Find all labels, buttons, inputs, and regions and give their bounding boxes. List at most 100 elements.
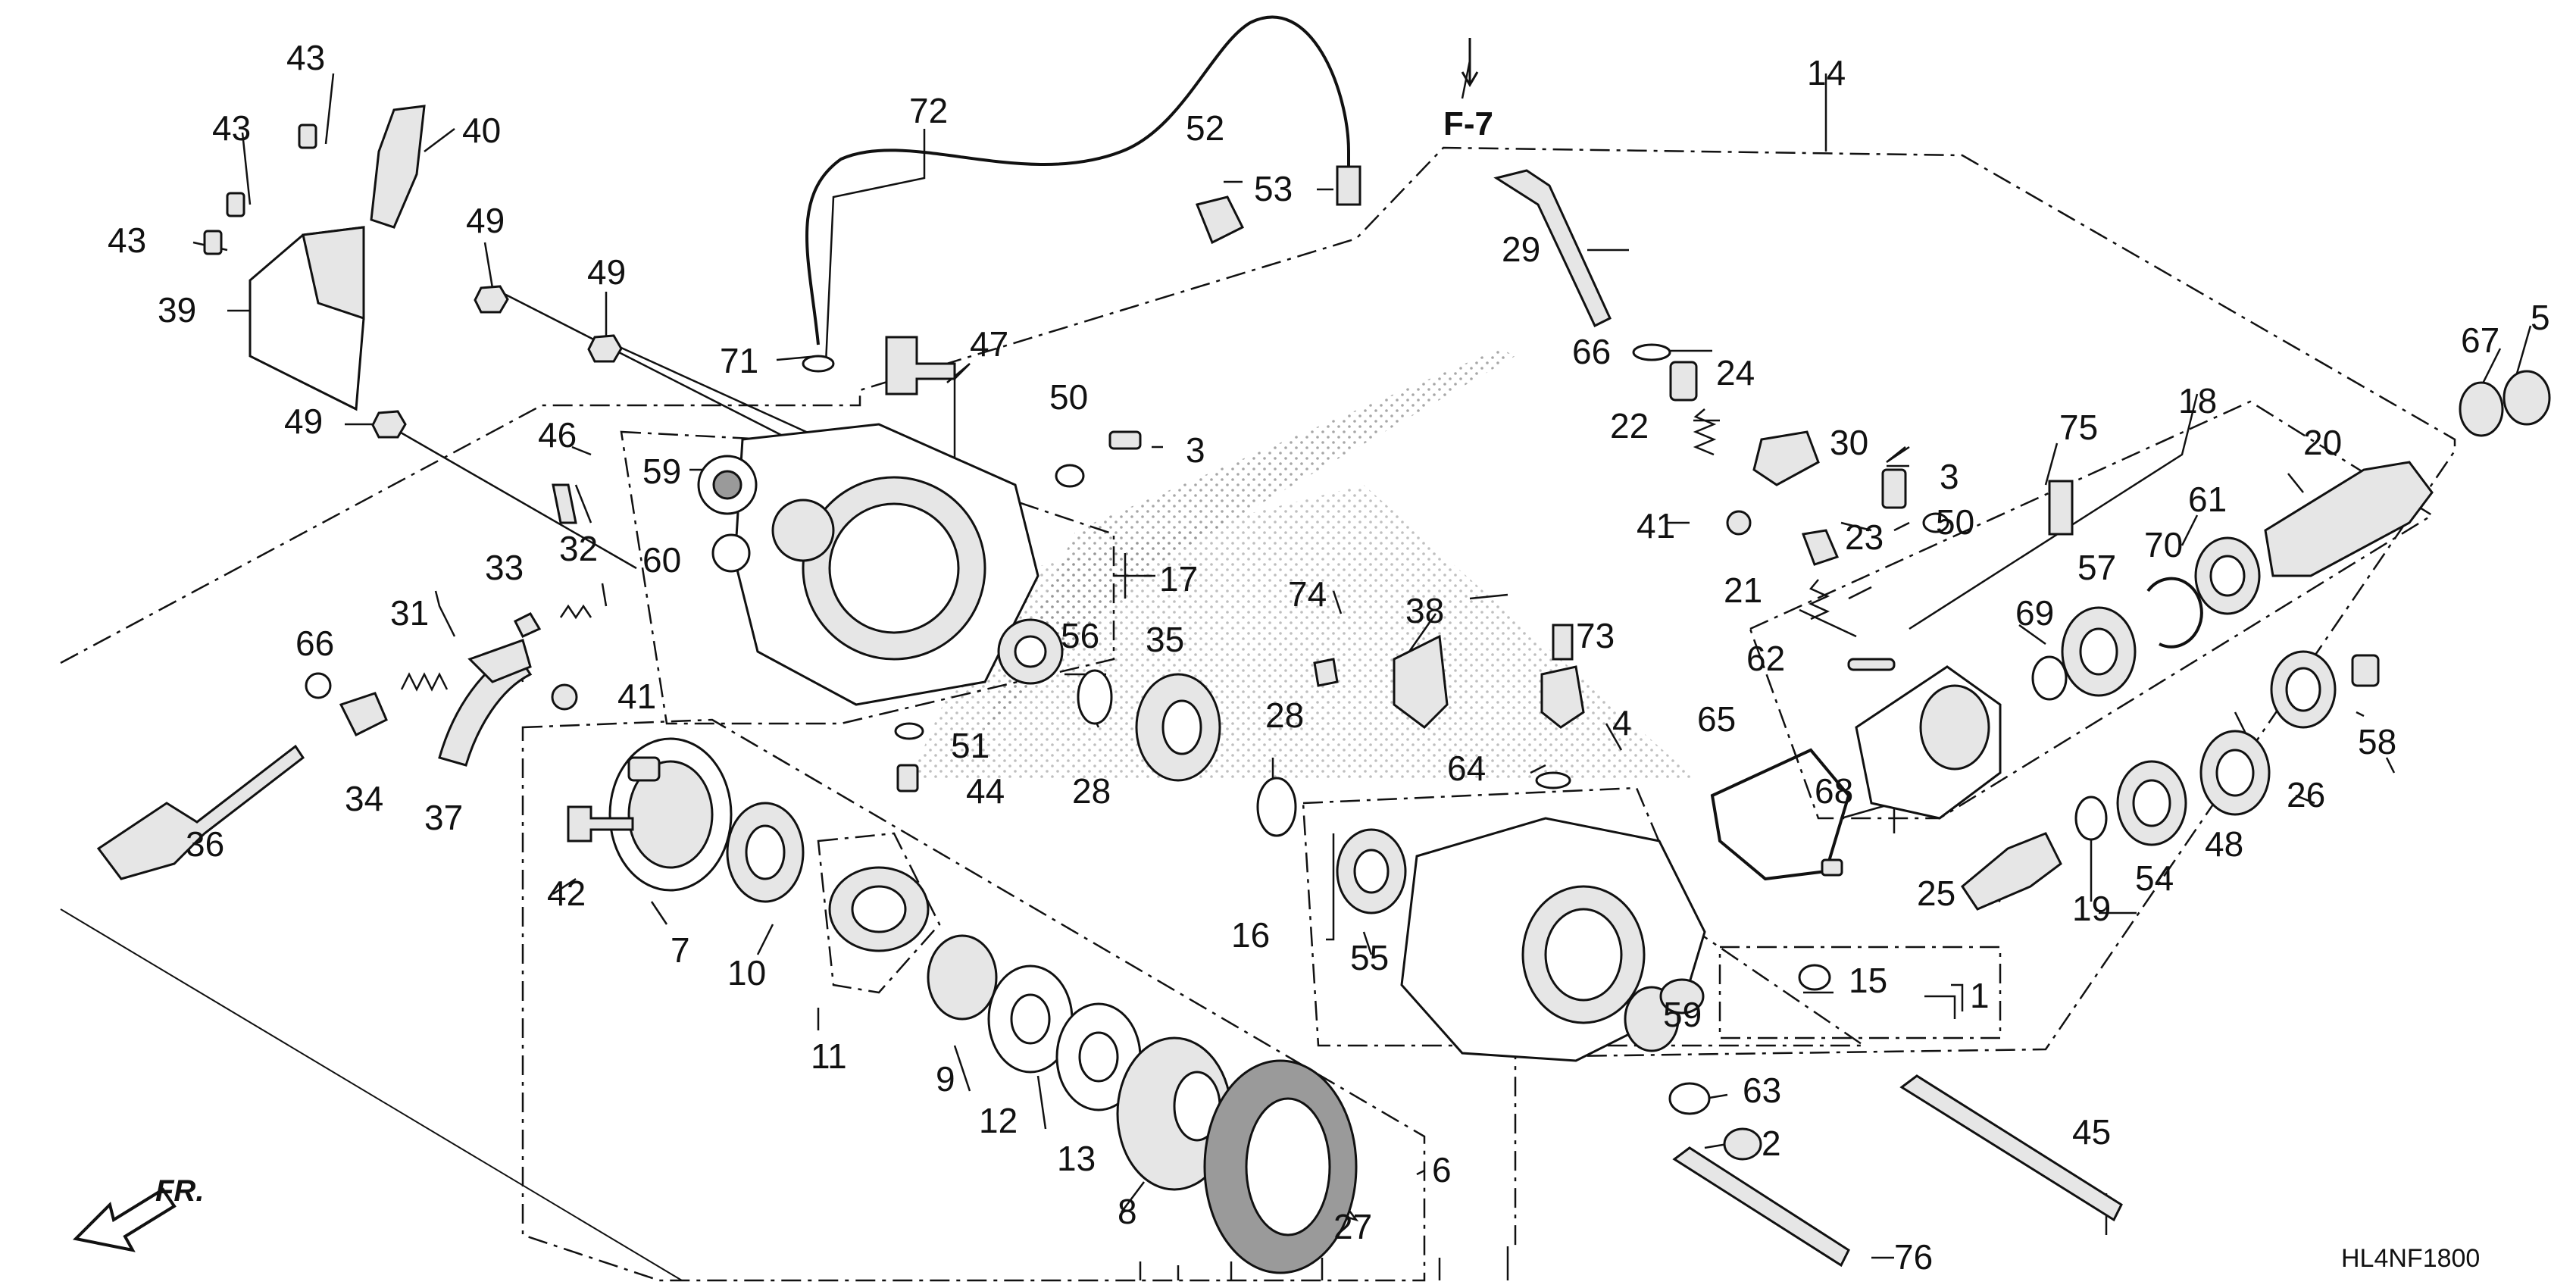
- part-44-plug: [896, 764, 919, 792]
- part-42-bolt: [567, 805, 634, 843]
- part-47-bolt: [885, 336, 956, 395]
- callout-label: 63: [1743, 1071, 1781, 1110]
- callout-label: 75: [2059, 408, 2098, 447]
- part-16-front-case: [1400, 817, 1706, 1062]
- outline-bottom-edge: [60, 908, 683, 1281]
- callout-label: 16: [1231, 915, 1270, 955]
- part-66-oring-b: [1632, 343, 1671, 361]
- callout-label: 15: [1849, 961, 1887, 1000]
- callout-label: 13: [1057, 1139, 1096, 1178]
- part-68-pin: [1821, 858, 1843, 877]
- callout-label: 48: [2205, 824, 2243, 864]
- callout-label: 66: [1572, 332, 1611, 371]
- callout-label: 51: [951, 726, 989, 765]
- part-5-spring: [2503, 370, 2551, 426]
- callout-label: 52: [1186, 108, 1224, 148]
- callout-label: 40: [462, 111, 501, 150]
- part-22-spring: [1693, 408, 1717, 456]
- part-63-oring: [1668, 1082, 1711, 1115]
- front-direction-indicator: FR.: [72, 1174, 204, 1252]
- part-52-clip: [1195, 195, 1245, 245]
- callout-label: 69: [2015, 593, 2054, 633]
- callout-label: 20: [2303, 423, 2342, 462]
- outline-group-1: [1718, 946, 2002, 1039]
- part-69-ring: [2031, 655, 2068, 701]
- callout-label: 41: [1637, 506, 1675, 546]
- callout-label: 2: [1762, 1124, 1781, 1163]
- part-31-spring: [400, 672, 449, 692]
- callout-label: 19: [2072, 889, 2111, 928]
- part-40-bracket: [370, 105, 426, 229]
- callout-label: 64: [1447, 749, 1486, 788]
- parts: [96, 15, 2551, 1280]
- callout-label: 67: [2461, 320, 2499, 360]
- part-43-bolts: [203, 123, 317, 255]
- part-62-cover: [1847, 658, 2002, 820]
- callout-label: 23: [1845, 517, 1884, 557]
- callout-label: 11: [811, 1036, 847, 1076]
- callout-label: 58: [2358, 722, 2396, 761]
- callout-label: 28: [1265, 696, 1304, 735]
- part-46-bolt: [552, 483, 577, 524]
- part-19-ring: [2074, 796, 2108, 841]
- callout-label: 12: [979, 1101, 1018, 1140]
- callout-label: 18: [2178, 381, 2217, 420]
- callout-label: 10: [727, 953, 766, 993]
- callout-label: 72: [909, 91, 948, 130]
- part-2-plug: [1723, 1127, 1762, 1161]
- callout-label: 43: [212, 108, 251, 148]
- callout-label: 41: [617, 677, 656, 716]
- part-49-nut-a: [474, 285, 509, 314]
- callout-label: 38: [1405, 591, 1444, 630]
- callout-label: 43: [286, 38, 325, 77]
- callout-label: 37: [424, 798, 463, 837]
- part-4-sensor: [1540, 665, 1585, 729]
- part-34-collar: [339, 692, 388, 737]
- part-30-fork: [1752, 430, 1820, 486]
- callout-label: 45: [2072, 1112, 2111, 1152]
- part-66-oring-a: [305, 672, 332, 699]
- callout-label: 32: [559, 529, 598, 568]
- part-74-bolt: [1313, 658, 1339, 687]
- callout-label: 36: [186, 824, 224, 864]
- callout-label: 66: [295, 624, 334, 663]
- part-28-ring-b: [1256, 777, 1297, 837]
- front-direction-label: FR.: [155, 1174, 204, 1208]
- callout-label: 62: [1746, 639, 1785, 678]
- callout-label: 53: [1254, 169, 1293, 208]
- part-71-clamp: [802, 355, 835, 373]
- part-73-bolt: [1552, 624, 1574, 661]
- outline-group-18: [1749, 400, 2434, 820]
- callout-label: 28: [1072, 771, 1111, 811]
- callout-label: 33: [485, 548, 524, 587]
- callout-label: 49: [466, 201, 505, 240]
- callout-label: 6: [1432, 1150, 1452, 1190]
- part-51-washer: [894, 722, 924, 740]
- callout-label: 27: [1333, 1207, 1372, 1246]
- callout-label: 26: [2287, 775, 2325, 814]
- callout-label: 25: [1917, 874, 1955, 913]
- callout-label: 55: [1350, 938, 1389, 977]
- callout-label: 21: [1724, 571, 1762, 610]
- part-28-ring-a: [1077, 669, 1113, 725]
- callout-label: 24: [1716, 353, 1755, 392]
- callout-label: 73: [1576, 616, 1615, 655]
- part-29-shift-arm: [1493, 169, 1612, 328]
- reference-label: F-7: [1443, 105, 1493, 142]
- callout-label: 65: [1697, 699, 1736, 739]
- callout-label: 68: [1815, 771, 1853, 811]
- part-32-spring: [559, 604, 592, 620]
- part-67-seal: [2459, 381, 2504, 437]
- callout-label: 44: [966, 771, 1005, 811]
- callout-label: 59: [1663, 995, 1702, 1034]
- part-33-pin: [513, 612, 542, 638]
- callout-label: 54: [2135, 858, 2174, 898]
- front-arrow-icon: [72, 1187, 177, 1252]
- part-58-cap: [2351, 654, 2380, 687]
- part-50-washer-a: [1055, 464, 1085, 488]
- callout-labels: 43 43 43 40 39 72 52 53 14 29 67 5 49 49…: [108, 38, 2550, 1277]
- callout-label: 43: [108, 220, 146, 260]
- part-53-connector: [1336, 165, 1361, 206]
- callout-label: 46: [538, 415, 577, 455]
- callout-label: 31: [390, 593, 429, 633]
